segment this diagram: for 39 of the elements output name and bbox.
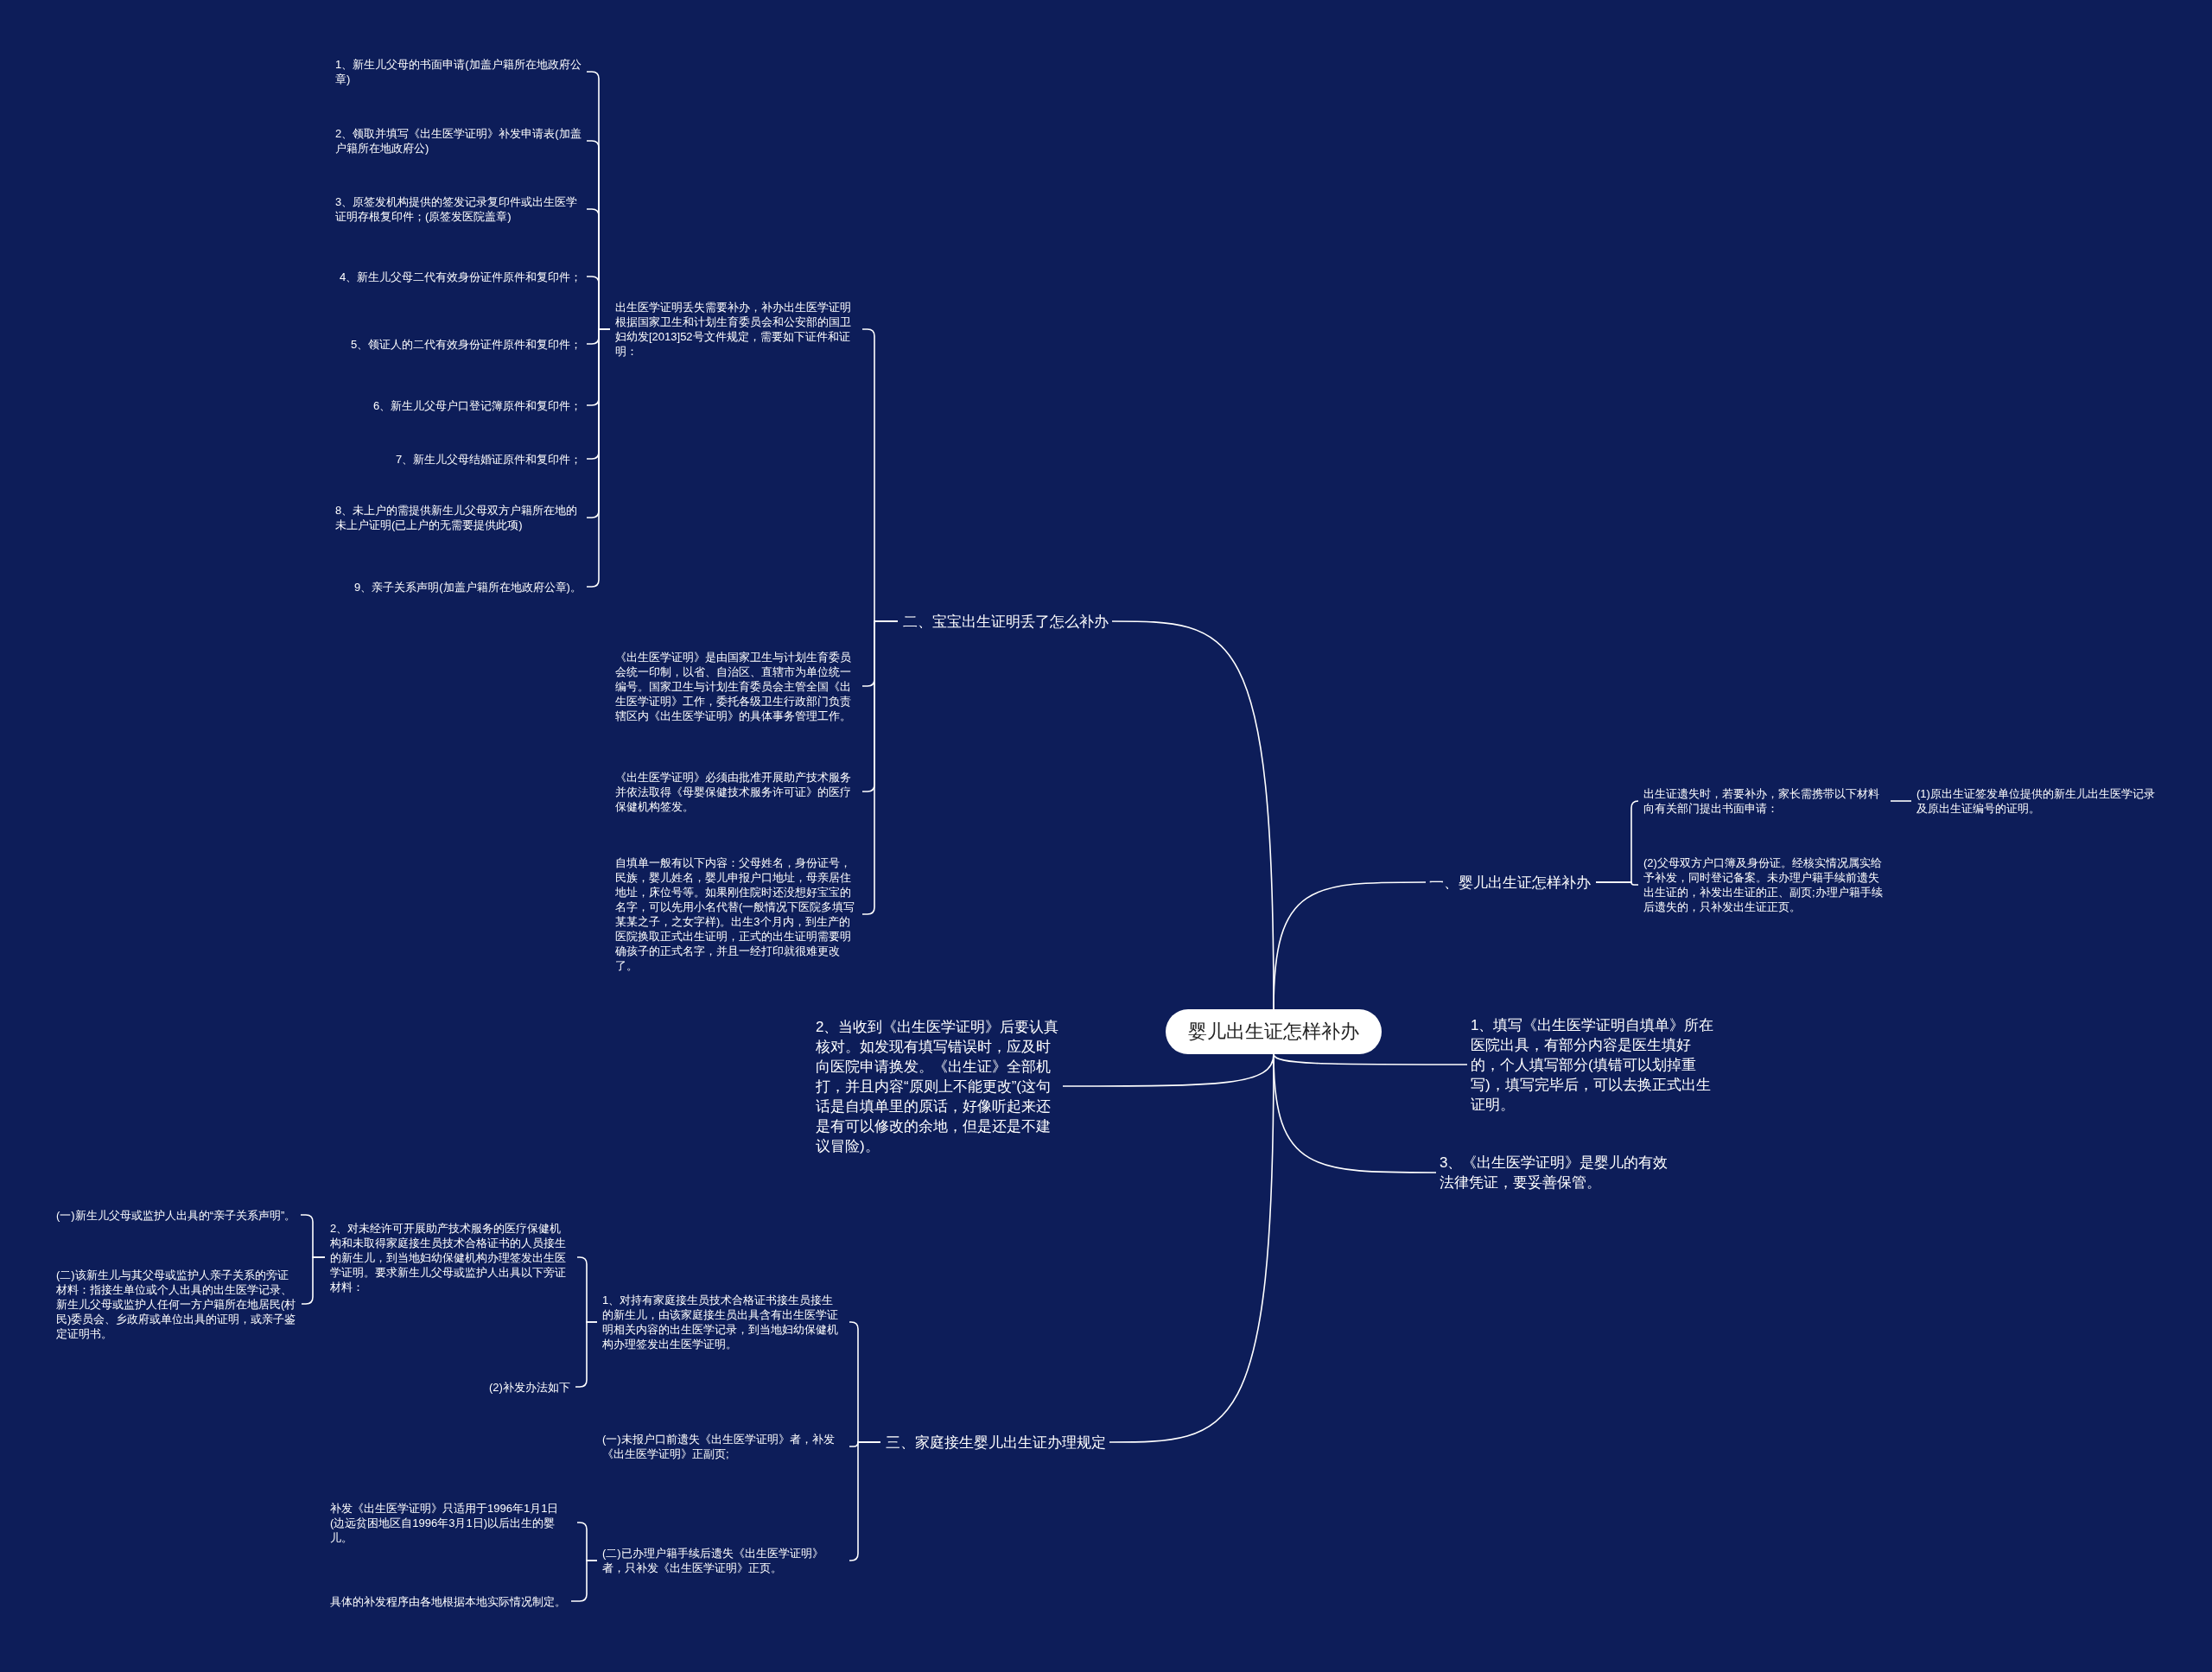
topic-text: 三、家庭接生婴儿出生证办理规定 (886, 1432, 1106, 1453)
topic-text: 自填单一般有以下内容：父母姓名，身份证号，民族，婴儿姓名，婴儿申报户口地址，母亲居住地址，床位号等。如果刚住院时还没想好宝宝的名字，可以先用小名代替(一般情况下医院多填写某某之子，之女字样)。出生3个月内，到生产的医院换取正式出生证明，正式的出生证明需要明确孩子的正式名字，并且一经打印就很难更改了。 (615, 855, 857, 973)
topic-text: (二)该新生儿与其父母或监护人亲子关系的旁证材料：指接生单位或个人出具的出生医学记录、新生儿父母或监护人任何一方户籍所在地居民(村民)委员会、乡政府或单位出具的证明，或亲子鉴定证明书。 (56, 1267, 296, 1341)
topic-text: 3、《出生医学证明》是婴儿的有效法律凭证，要妥善保管。 (1440, 1153, 1675, 1192)
topic-text: 补发《出生医学证明》只适用于1996年1月1日(边远贫困地区自1996年3月1日)以后出生的婴儿。 (330, 1500, 572, 1545)
topic-text: (一)未报户口前遗失《出生医学证明》者，补发《出生医学证明》正副页; (602, 1432, 844, 1461)
topic-text: 2、领取并填写《出生医学证明》补发申请表(加盖户籍所在地政府公) (335, 126, 582, 156)
topic-text: (2)补发办法如下 (489, 1379, 570, 1395)
topic-text: (二)已办理户籍手续后遗失《出生医学证明》者，只补发《出生医学证明》正页。 (602, 1546, 844, 1575)
topic-text: 6、新生儿父母户口登记簿原件和复印件； (373, 397, 582, 413)
topic-text: 二、宝宝出生证明丢了怎么补办 (903, 611, 1109, 632)
topic-text: 2、对未经许可开展助产技术服务的医疗保健机构和未取得家庭接生员技术合格证书的人员接生的新生儿，到当地妇幼保健机构办理签发出生医学证明。要求新生儿父母或监护人出具以下旁证材料： (330, 1220, 572, 1294)
topic-text: 具体的补发程序由各地根据本地实际情况制定。 (330, 1593, 566, 1609)
topic-text: (1)原出生证签发单位提供的新生儿出生医学记录及原出生证编号的证明。 (1916, 786, 2158, 816)
topic-text: 7、新生儿父母结婚证原件和复印件； (396, 451, 582, 467)
connector-line (1273, 1053, 1468, 1065)
topic-text: 出生证遗失时，若要补办，家长需携带以下材料向有关部门提出书面申请： (1643, 786, 1885, 816)
topic-text: 2、当收到《出生医学证明》后要认真核对。如发现有填写错误时，应及时向医院申请换发。《出生证》全部机打，并且内容“原则上不能更改”(这句话是自填单里的原话，好像听起来还是有可以修改的余地，但是还是不建议冒险)。 (816, 1016, 1059, 1156)
topic-text: 出生医学证明丢失需要补办，补办出生医学证明根据国家卫生和计划生育委员会和公安部的国卫妇幼发[2013]52号文件规定，需要如下证件和证明： (615, 300, 857, 359)
topic-text: (2)父母双方户口簿及身份证。经核实情况属实给予补发，同时登记备案。未办理户籍手续前遗失出生证的，补发出生证的正、副页;办理户籍手续后遗失的，只补发出生证正页。 (1643, 855, 1885, 914)
topic-text: 1、新生儿父母的书面申请(加盖户籍所在地政府公章) (335, 57, 582, 86)
connector-line (1890, 800, 1912, 802)
topic-text: 9、亲子关系声明(加盖户籍所在地政府公章)。 (354, 579, 582, 594)
topic-text: (一)新生儿父母或监护人出具的“亲子关系声明”。 (56, 1207, 296, 1223)
topic-text: 4、新生儿父母二代有效身份证件原件和复印件； (340, 269, 582, 284)
connector-line (301, 1256, 326, 1305)
connector-line (570, 1560, 598, 1602)
topic-text: 《出生医学证明》是由国家卫生与计划生育委员会统一印制，以省、自治区、直辖市为单位统一编号。国家卫生与计划生育委员会主管全国《出生医学证明》工作，委托各级卫生行政部门负责辖区内《出生医学证明》的具体事务管理工作。 (615, 649, 857, 723)
topic-text: 《出生医学证明》必须由批准开展助产技术服务并依法取得《母婴保健技术服务许可证》的医疗保健机构签发。 (615, 769, 857, 814)
connector-line (1273, 881, 1427, 1010)
central-topic: 婴儿出生证怎样补办 (1166, 1009, 1382, 1054)
connector-line (849, 1441, 881, 1561)
topic-text: 3、原签发机构提供的签发记录复印件或出生医学证明存根复印件；(原签发医院盖章) (335, 194, 582, 224)
connector-line (1595, 881, 1639, 886)
topic-text: 一、婴儿出生证怎样补办 (1429, 872, 1591, 893)
topic-text: 5、领证人的二代有效身份证件原件和复印件； (351, 336, 582, 352)
topic-text: 1、对持有家庭接生员技术合格证书接生员接生的新生儿，由该家庭接生员出具含有出生医学证明相关内容的出生医学记录，到当地妇幼保健机构办理签发出生医学证明。 (602, 1293, 844, 1351)
topic-text: 1、填写《出生医学证明自填单》所在医院出具，有部分内容是医生填好的，个人填写部分(填错可以划掉重写)，填写完毕后，可以去换正式出生证明。 (1471, 1014, 1714, 1115)
topic-text: 8、未上户的需提供新生儿父母双方户籍所在地的未上户证明(已上户的无需要提供此项) (335, 503, 582, 532)
